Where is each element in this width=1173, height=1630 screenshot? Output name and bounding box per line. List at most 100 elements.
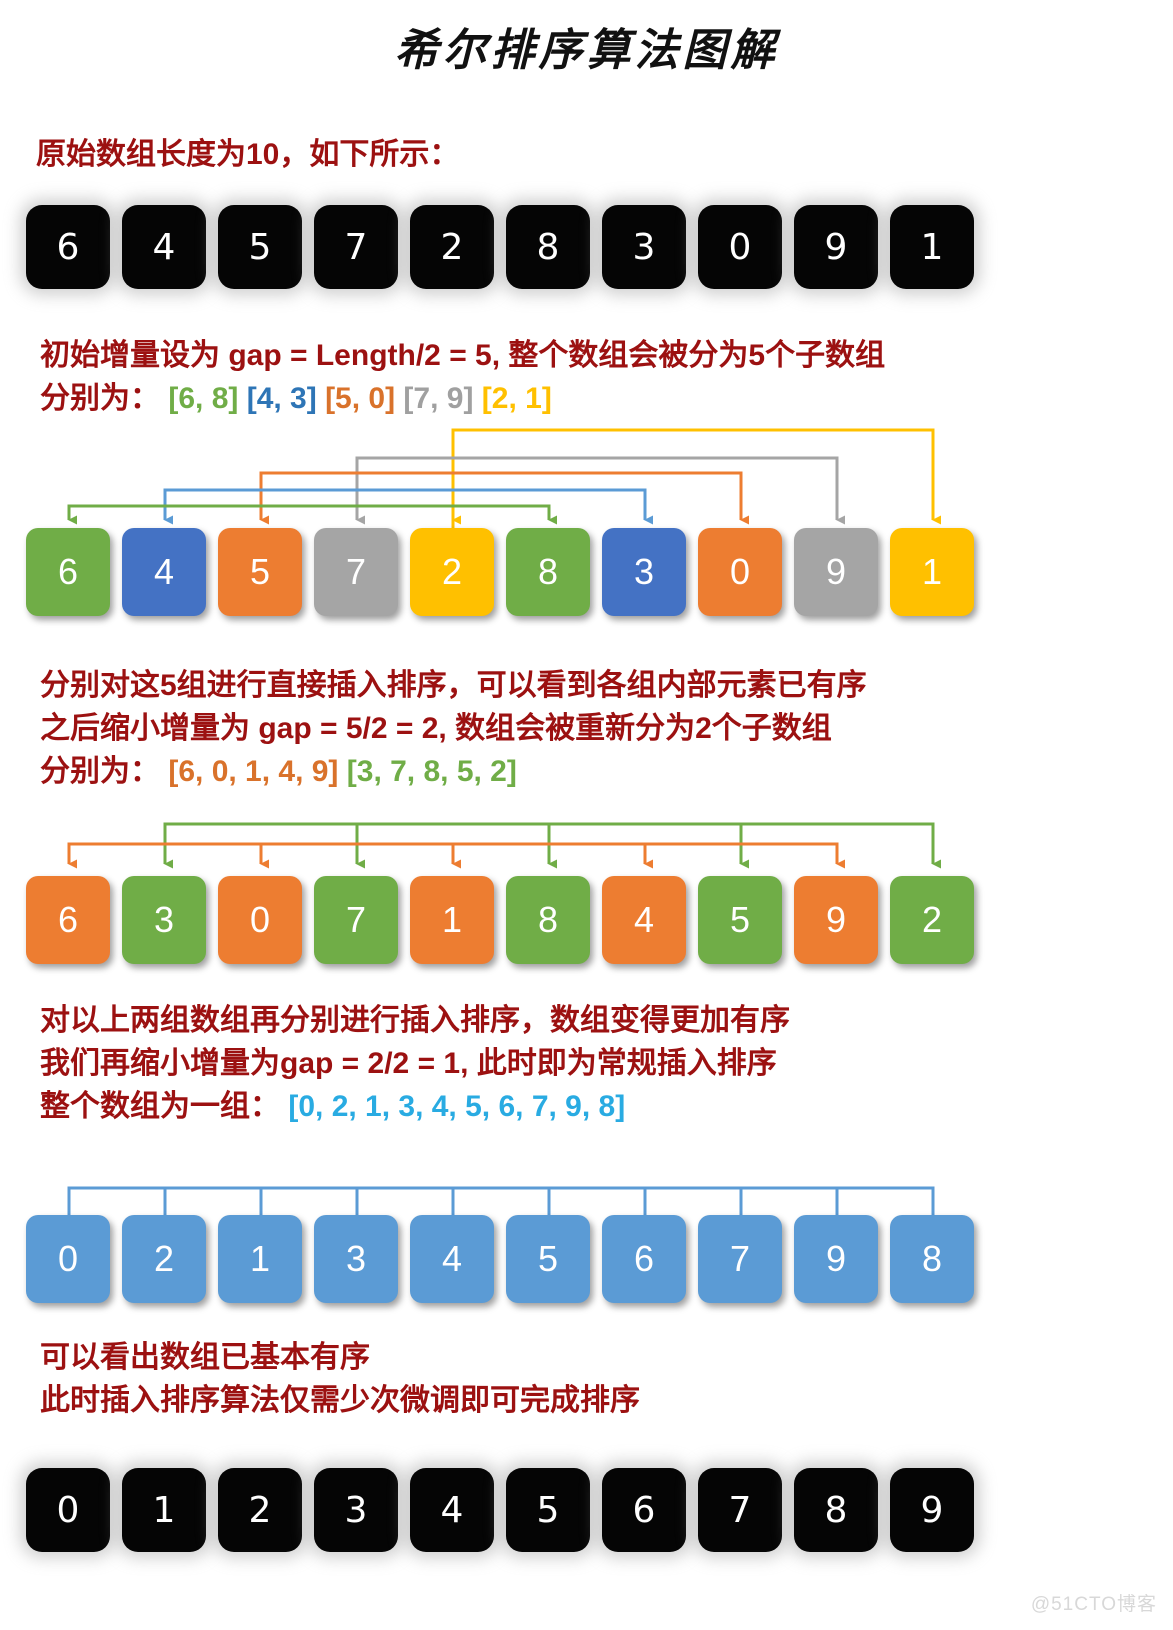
caption-step1-line1: 初始增量设为 gap = Length/2 = 5, 整个数组会被分为5个子数组	[40, 339, 886, 372]
cell-gap	[590, 528, 602, 616]
array-cell: 2	[122, 1215, 206, 1303]
array-cell: 8	[890, 1215, 974, 1303]
array-cell: 2	[410, 528, 494, 616]
array-cell: 0	[218, 876, 302, 964]
array-cell: 1	[890, 528, 974, 616]
subarray-group: [6, 0, 1, 4, 9]	[168, 755, 339, 788]
cell-gap	[398, 1468, 410, 1552]
cell-gap	[494, 1468, 506, 1552]
caption-step3-label: 整个数组为一组：	[40, 1090, 280, 1123]
cell-gap	[110, 528, 122, 616]
array-cell: 8	[506, 205, 590, 289]
array-cell: 7	[314, 876, 398, 964]
cell-gap	[782, 1468, 794, 1552]
caption-step1-line2: 分别为： [6, 8] [4, 3] [5, 0] [7, 9] [2, 1]	[40, 378, 552, 419]
array-cell: 6	[26, 876, 110, 964]
cell-gap	[302, 528, 314, 616]
cell-gap	[110, 876, 122, 964]
cell-gap	[494, 528, 506, 616]
cell-gap	[206, 876, 218, 964]
array-cell: 1	[410, 876, 494, 964]
cell-gap	[782, 876, 794, 964]
array-cell: 1	[890, 205, 974, 289]
cell-gap	[782, 528, 794, 616]
caption-step3-line1: 对以上两组数组再分别进行插入排序，数组变得更加有序	[40, 1004, 790, 1037]
cell-gap	[398, 876, 410, 964]
watermark: @51CTO博客	[1030, 1594, 1157, 1615]
cell-gap	[686, 1215, 698, 1303]
array-cell: 3	[122, 876, 206, 964]
cell-gap	[302, 1468, 314, 1552]
array-cell: 7	[314, 528, 398, 616]
caption-step2-line2: 之后缩小增量为 gap = 5/2 = 2, 数组会被重新分为2个子数组	[40, 712, 832, 745]
page-title: 希尔排序算法图解	[394, 25, 779, 76]
caption-final-line1: 可以看出数组已基本有序	[40, 1341, 370, 1374]
cell-gap	[686, 1468, 698, 1552]
cell-gap	[782, 1215, 794, 1303]
array-cell: 0	[26, 1215, 110, 1303]
array-cell: 4	[122, 205, 206, 289]
caption-intro: 原始数组长度为10，如下所示：	[36, 138, 460, 171]
cell-gap	[878, 1468, 890, 1552]
array-cell: 8	[506, 876, 590, 964]
cell-gap	[494, 205, 506, 289]
array-cell: 5	[506, 1468, 590, 1552]
array-cell: 3	[602, 205, 686, 289]
cell-gap	[398, 528, 410, 616]
array-cell: 5	[218, 205, 302, 289]
array-cell: 0	[698, 205, 782, 289]
array-cell: 2	[890, 876, 974, 964]
connector-arrows-gap5	[67, 428, 941, 528]
cell-gap	[878, 528, 890, 616]
array-cell: 8	[794, 1468, 878, 1552]
array-cell: 3	[314, 1468, 398, 1552]
subarray-list-gap2: [6, 0, 1, 4, 9] [3, 7, 8, 5, 2]	[168, 755, 517, 788]
caption-step2-label: 分别为：	[40, 755, 160, 788]
array-cell: 1	[122, 1468, 206, 1552]
subarray-group: [4, 3]	[238, 382, 317, 415]
caption-final-line2: 此时插入排序算法仅需少次微调即可完成排序	[40, 1384, 640, 1417]
cell-gap	[686, 876, 698, 964]
cell-gap	[398, 1215, 410, 1303]
array-cell: 4	[122, 528, 206, 616]
cell-gap	[878, 205, 890, 289]
cell-gap	[590, 1468, 602, 1552]
cell-gap	[110, 1215, 122, 1303]
array-cell: 1	[218, 1215, 302, 1303]
caption-step3-line2: 我们再缩小增量为gap = 2/2 = 1, 此时即为常规插入排序	[40, 1047, 777, 1080]
cell-gap	[206, 1215, 218, 1303]
array-cell: 6	[602, 1468, 686, 1552]
cell-gap	[302, 1215, 314, 1303]
subarray-group: [6, 8]	[168, 382, 239, 415]
array-cell: 6	[26, 205, 110, 289]
array-cell: 5	[218, 528, 302, 616]
subarray-list-gap5: [6, 8] [4, 3] [5, 0] [7, 9] [2, 1]	[168, 382, 551, 415]
array-cell: 8	[506, 528, 590, 616]
subarray-group: [5, 0]	[316, 382, 396, 415]
array-cell: 0	[698, 528, 782, 616]
cell-gap	[878, 1215, 890, 1303]
array-cell: 7	[314, 205, 398, 289]
cell-gap	[494, 876, 506, 964]
subarray-list-gap1: [0, 2, 1, 3, 4, 5, 6, 7, 9, 8]	[288, 1090, 625, 1123]
array-cell: 5	[506, 1215, 590, 1303]
array-cell: 9	[794, 528, 878, 616]
cell-gap	[590, 205, 602, 289]
cell-gap	[110, 205, 122, 289]
connector-arrows-gap2	[67, 822, 941, 869]
array-cell: 2	[218, 1468, 302, 1552]
cell-gap	[302, 205, 314, 289]
cell-gap	[782, 205, 794, 289]
array-cell: 4	[410, 1215, 494, 1303]
cell-gap	[590, 876, 602, 964]
array-cell: 4	[410, 1468, 494, 1552]
caption-step1-label: 分别为：	[40, 382, 160, 415]
array-cell: 9	[794, 876, 878, 964]
array-cell: 5	[698, 876, 782, 964]
subarray-group: [3, 7, 8, 5, 2]	[338, 755, 517, 788]
subarray-group: [2, 1]	[473, 382, 552, 415]
